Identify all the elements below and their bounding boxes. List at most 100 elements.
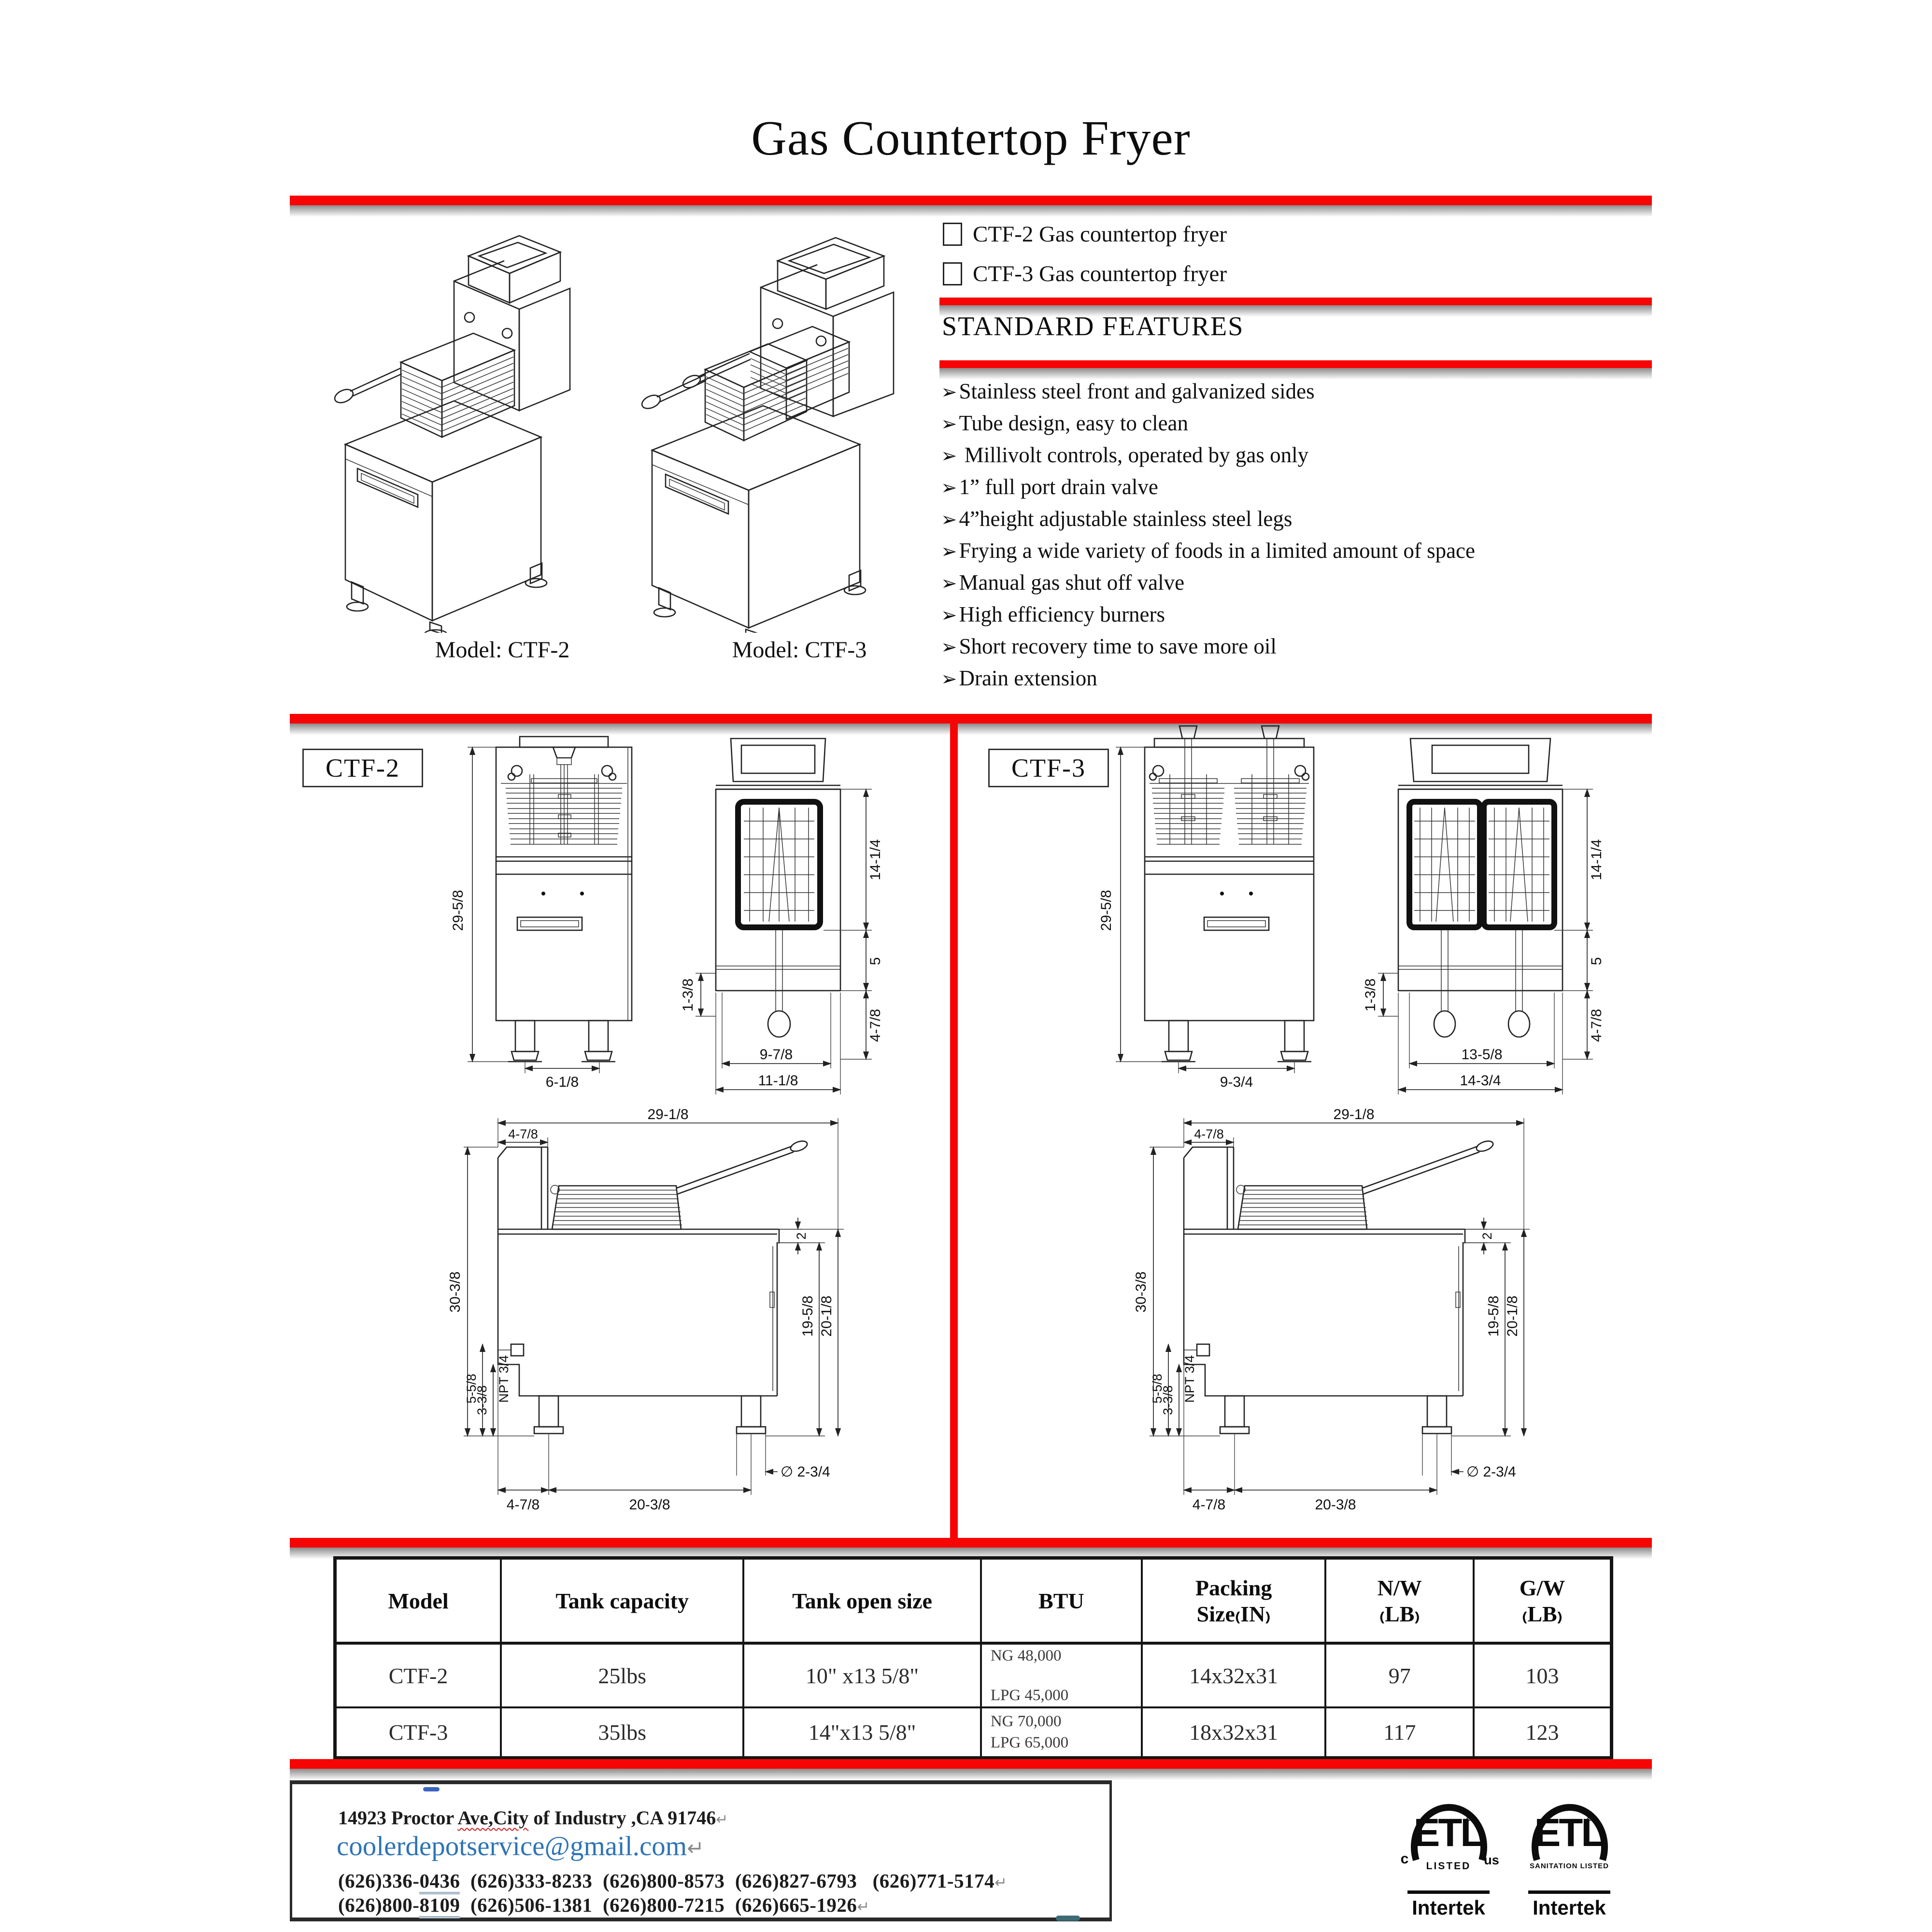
ctf3-profile-view: 29-1/8 4-7/8 30-3/8 2 19-5/8 20-1/8 5-5/… <box>1133 1107 1530 1513</box>
feature-item: ➢Drain extension <box>941 666 1097 690</box>
arrow-bullet-icon: ➢ <box>941 445 957 467</box>
dim-ctf3-tank-depth: 14-1/4 <box>1589 839 1605 880</box>
dim-ctf3-inner-width: 13-5/8 <box>1461 1047 1502 1063</box>
contact-box: 14923 Proctor Ave,City of Industry ,CA 9… <box>290 1780 1112 1921</box>
dim-ctf3-body-height: 19-5/8 <box>1486 1295 1502 1336</box>
dim-ctf3-left-a: 5-5/8 <box>1150 1374 1165 1404</box>
feature-item: ➢Frying a wide variety of foods in a lim… <box>941 539 1476 563</box>
feature-item: ➢1” full port drain valve <box>941 475 1158 499</box>
col-model: Model <box>334 1557 502 1645</box>
ctf2-side-view: 14-1/4 5 4-7/8 1-3/8 9-7/8 11-1/8 <box>680 738 883 1094</box>
ctf2-profile-view: 29-1/8 4-7/8 30-3/8 2 19-5/8 20-1/8 5-5/… <box>447 1107 844 1513</box>
dim-ctf3-npt: NPT 3/4 <box>1182 1355 1197 1403</box>
checkbox-ctf3[interactable] <box>943 262 962 285</box>
col-btu: BTU <box>980 1557 1143 1645</box>
etl-mark: ETL <box>1534 1811 1605 1855</box>
etl-ring-text: LISTED <box>1426 1861 1471 1872</box>
arrow-bullet-icon: ➢ <box>941 477 957 498</box>
dim-ctf3-total-height: 30-3/8 <box>1133 1271 1149 1312</box>
spec-table: Model Tank capacity Tank open size BTU P… <box>333 1556 1613 1760</box>
arrow-bullet-icon: ➢ <box>941 604 957 626</box>
dim-ctf2-front-height: 29-5/8 <box>450 890 466 931</box>
return-mark-icon: ↵ <box>857 1899 870 1915</box>
dim-ctf2-left-b: 3-3/8 <box>475 1385 489 1415</box>
checkbox-ctf2[interactable] <box>943 223 962 246</box>
dim-ctf3-body-height-outer: 20-1/8 <box>1505 1295 1520 1336</box>
standard-features-heading: STANDARD FEATURES <box>942 312 1244 341</box>
phone-row-1: (626)336-0436 (626)333-8233 (626)800-857… <box>338 1869 1007 1894</box>
dim-ctf2-body-height: 19-5/8 <box>800 1295 816 1336</box>
feature-item: ➢Manual gas shut off valve <box>941 570 1185 595</box>
feature-item: ➢High efficiency burners <box>941 602 1165 626</box>
dim-ctf2-total-height: 30-3/8 <box>447 1271 463 1312</box>
option-ctf2[interactable]: CTF-2 Gas countertop fryer <box>943 221 1227 247</box>
intertek-wordmark: Intertek <box>1533 1896 1606 1919</box>
dim-ctf3-lip: 2 <box>1480 1232 1494 1239</box>
feature-item: ➢Tube design, easy to clean <box>941 411 1189 435</box>
dim-ctf2-back-depth: 4-7/8 <box>508 1127 538 1141</box>
dim-ctf3-back-depth: 4-7/8 <box>1194 1127 1224 1141</box>
company-address: 14923 Proctor Ave,City of Industry ,CA 9… <box>338 1807 728 1829</box>
dim-ctf2-inner-width: 9-7/8 <box>760 1047 793 1063</box>
intertek-wordmark: Intertek <box>1412 1896 1485 1919</box>
dim-ctf3-outer-width: 14-3/4 <box>1460 1073 1501 1089</box>
model-caption-ctf3: Model: CTF-3 <box>732 637 867 663</box>
etl-tm: CM <box>1466 1815 1476 1822</box>
annotation-mark <box>423 1787 440 1791</box>
arrow-bullet-icon: ➢ <box>941 572 957 594</box>
rule-mid-top <box>290 714 1652 735</box>
option-ctf3[interactable]: CTF-3 Gas countertop fryer <box>943 261 1227 287</box>
dim-ctf2-foot-dia: ∅ 2-3/4 <box>781 1464 830 1480</box>
section-tag-ctf2: CTF-2 <box>302 749 423 787</box>
rule-features-top <box>939 298 1652 317</box>
section-tag-ctf3: CTF-3 <box>988 749 1109 787</box>
dim-ctf2-outer-width: 11-1/8 <box>758 1073 798 1089</box>
dim-ctf3-total-width: 29-1/8 <box>1333 1107 1374 1122</box>
arrow-bullet-icon: ➢ <box>941 636 957 658</box>
page-title: Gas Countertop Fryer <box>751 111 1191 166</box>
arrow-bullet-icon: ➢ <box>941 668 957 690</box>
rule-features-bottom <box>939 360 1652 380</box>
dim-ctf2-drain-offset: 1-3/8 <box>680 979 696 1011</box>
dim-ctf2-body-height-outer: 20-1/8 <box>819 1295 835 1336</box>
col-tank-open-size: Tank open size <box>742 1557 982 1645</box>
dim-ctf3-handle-zone: 4-7/8 <box>1589 1009 1605 1042</box>
feature-item: ➢ Millivolt controls, operated by gas on… <box>941 443 1309 467</box>
isometric-fryer-drawings <box>334 235 895 633</box>
etl-mark: ETL <box>1414 1811 1484 1855</box>
dim-ctf3-left-b: 3-3/8 <box>1161 1385 1175 1415</box>
etl-listed-logo: ETL CM c us LISTED Intertek <box>1401 1804 1499 1919</box>
phone-link[interactable]: 8109 <box>419 1894 460 1918</box>
ctf2-front-view: 29-5/8 6-1/8 <box>450 736 633 1090</box>
option-ctf3-label: CTF-3 Gas countertop fryer <box>973 261 1227 286</box>
dim-ctf3-front-legspan: 9-3/4 <box>1220 1074 1253 1090</box>
dim-ctf3-front-leg-offset: 4-7/8 <box>1193 1497 1225 1513</box>
arrow-bullet-icon: ➢ <box>941 540 957 562</box>
rule-mid-divider <box>950 714 958 1548</box>
col-gross-weight: G/W₍LB₎ <box>1473 1557 1613 1645</box>
col-net-weight: N/W₍LB₎ <box>1324 1557 1475 1645</box>
etl-us: us <box>1484 1853 1499 1867</box>
arrow-bullet-icon: ➢ <box>941 509 957 530</box>
phone-link[interactable]: 0436 <box>419 1870 460 1894</box>
iso-fryer-ctf3 <box>641 237 895 633</box>
dim-ctf2-total-width: 29-1/8 <box>647 1107 688 1122</box>
ctf2-dimension-drawings: 29-5/8 6-1/8 14-1/4 5 4-7 <box>447 736 883 1513</box>
dim-ctf2-handle-zone: 4-7/8 <box>867 1009 883 1042</box>
dim-ctf2-left-a: 5-5/8 <box>464 1374 479 1404</box>
dim-ctf2-front-legspan: 6-1/8 <box>546 1074 579 1090</box>
dim-ctf2-leg-span: 20-3/8 <box>629 1497 670 1513</box>
arrow-bullet-icon: ➢ <box>941 413 957 435</box>
dim-ctf3-drain-offset: 1-3/8 <box>1363 979 1378 1011</box>
arrow-bullet-icon: ➢ <box>941 381 957 403</box>
ctf3-side-view: 14-1/4 5 4-7/8 1-3/8 13-5/8 14-3/4 <box>1363 738 1605 1094</box>
option-ctf2-label: CTF-2 Gas countertop fryer <box>973 222 1227 247</box>
company-email-link[interactable]: coolerdepotservice@gmail.com↵ <box>337 1831 704 1861</box>
rule-top <box>290 196 1652 217</box>
dim-ctf3-foot-dia: ∅ 2-3/4 <box>1466 1464 1516 1480</box>
feature-item: ➢Stainless steel front and galvanized si… <box>941 379 1315 403</box>
etl-c: c <box>1401 1851 1409 1867</box>
